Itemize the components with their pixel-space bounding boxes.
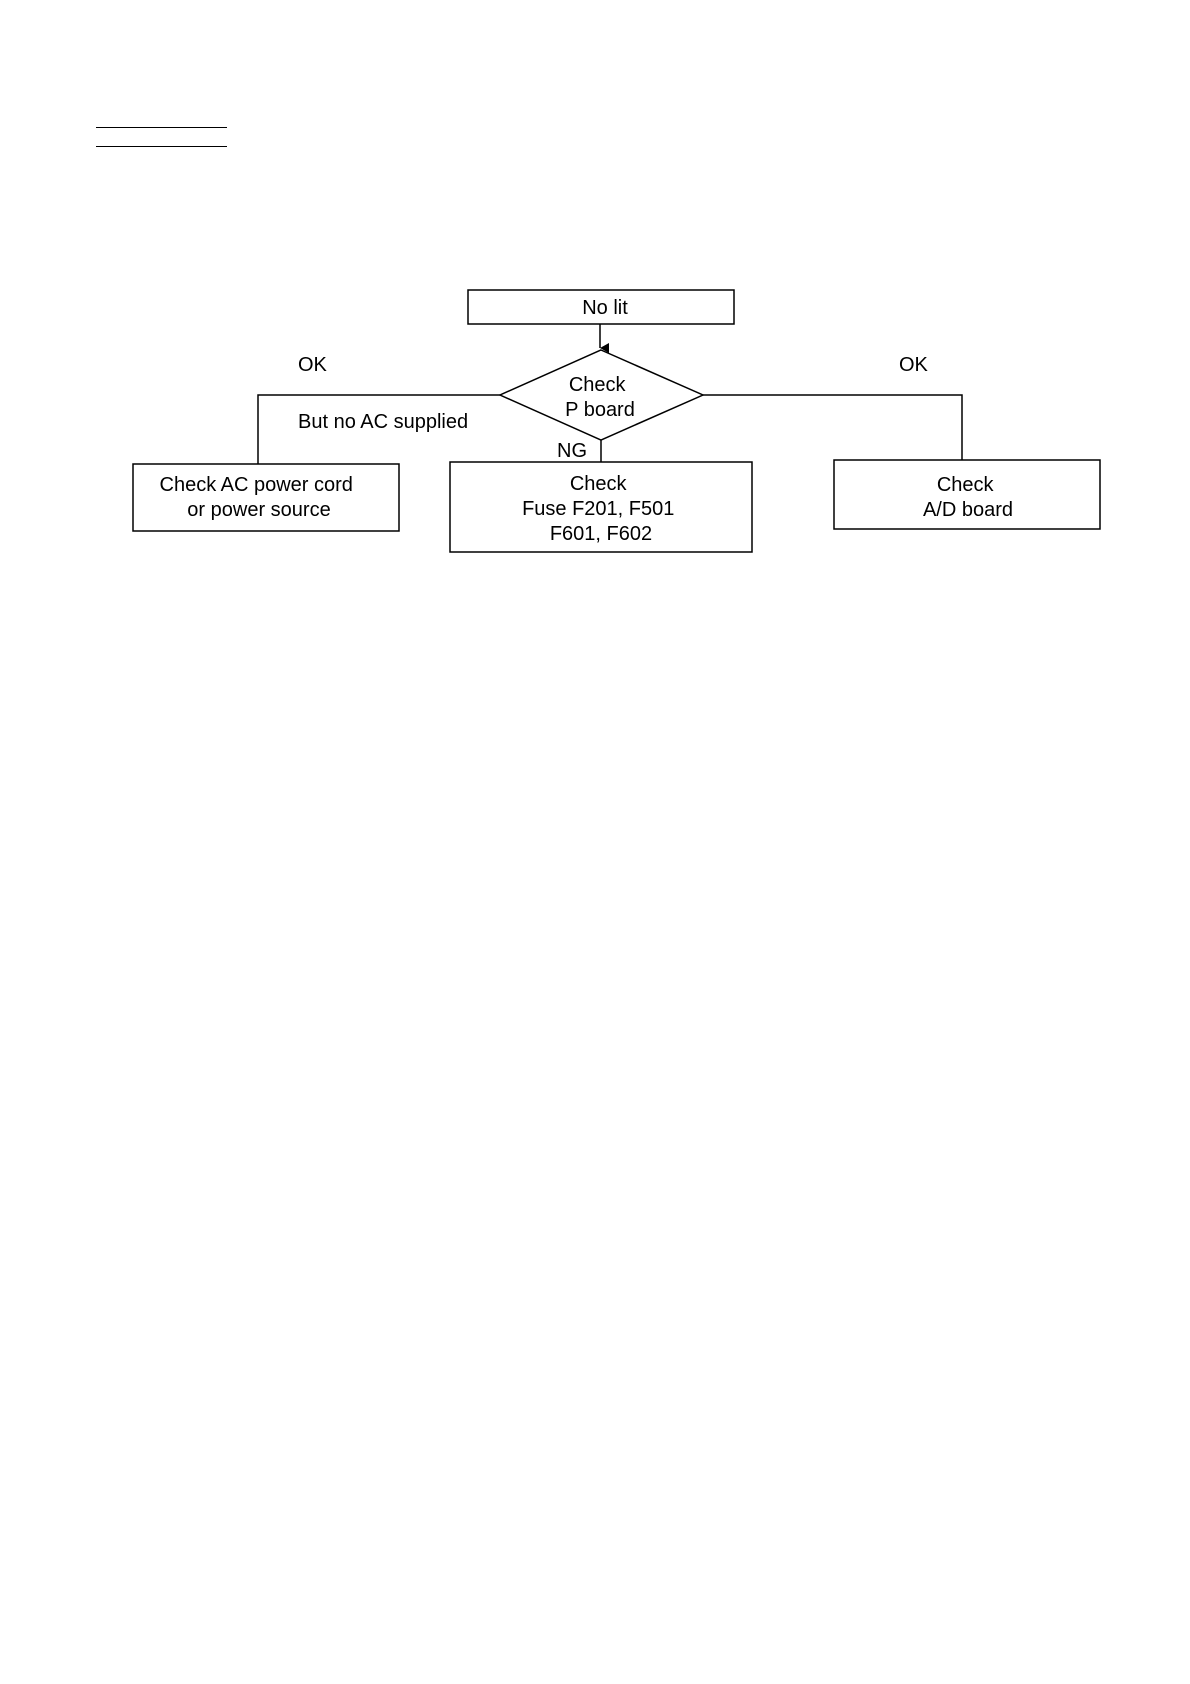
connector-decision-to-right-box <box>703 395 962 460</box>
edge-label-center-ng: NG <box>557 440 587 462</box>
start-node-label: No lit <box>582 297 628 319</box>
edge-label-left-condition: But no AC supplied <box>298 411 468 433</box>
edge-label-right-ok: OK <box>899 354 929 376</box>
edge-label-left-ok: OK <box>298 354 328 376</box>
